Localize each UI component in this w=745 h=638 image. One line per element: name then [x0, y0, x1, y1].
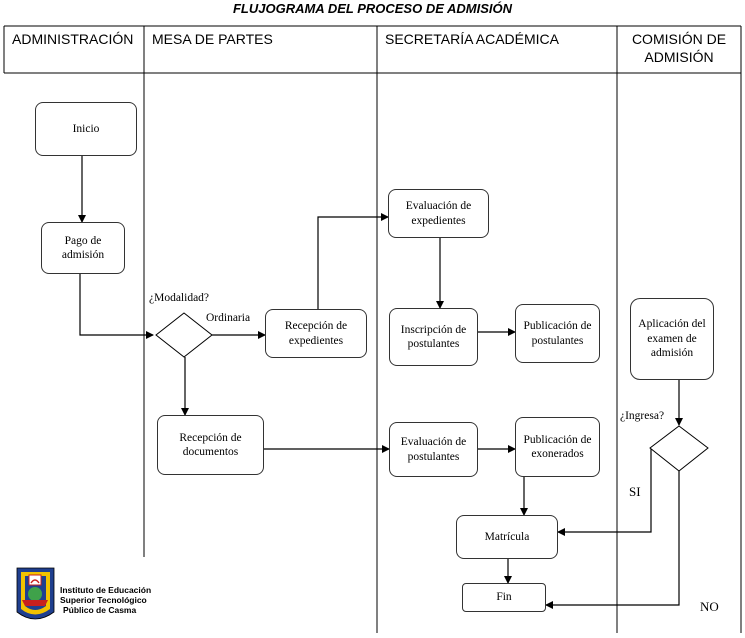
node-evaluacion-de-expedientes: Evaluación de expedientes	[388, 189, 489, 238]
edge-label-no: NO	[700, 599, 719, 614]
decision-ingresa	[649, 425, 709, 472]
edge-label-ordinaria: Ordinaria	[206, 312, 251, 324]
edge-ingresa-si-matricula	[557, 448, 652, 536]
decision-ingresa-label: ¿Ingresa?	[620, 410, 665, 422]
node-inscripcion-de-postulantes: Inscripción de postulantes	[389, 308, 478, 366]
node-inicio: Inicio	[35, 102, 137, 156]
node-publicacion-de-exonerados: Publicación de exonerados	[515, 417, 600, 477]
lane-header-administracion: ADMINISTRACIÓN	[12, 31, 134, 47]
edge-recepcion-expedientes-evaluacion	[317, 213, 389, 309]
lane-header-mesa-de-partes: MESA DE PARTES	[152, 31, 273, 47]
edge-pago-modalidad	[79, 274, 154, 339]
institution-name: Instituto de Educación Superior Tecnológ…	[60, 585, 151, 615]
institution-line-2: Superior Tecnológico	[60, 595, 147, 605]
institution-line-1: Instituto de Educación	[60, 585, 152, 595]
node-pago-de-admision: Pago de admisión	[41, 222, 125, 274]
institution-line-3: Público de Casma	[63, 605, 137, 615]
edge-ingresa-no-fin	[545, 471, 680, 609]
node-recepcion-de-expedientes: Recepción de expedientes	[265, 309, 367, 358]
edge-label-si: SI	[629, 484, 641, 499]
institution-logo	[16, 567, 55, 620]
node-recepcion-de-documentos: Recepción de documentos	[157, 415, 264, 475]
node-aplicacion-del-examen: Aplicación del examen de admisión	[630, 298, 714, 380]
node-matricula: Matrícula	[456, 515, 558, 559]
node-publicacion-de-postulantes: Publicación de postulantes	[515, 304, 600, 363]
node-fin: Fin	[462, 583, 546, 612]
decision-modalidad-label: ¿Modalidad?	[149, 292, 210, 304]
decision-modalidad	[155, 312, 213, 358]
lane-header-secretaria-academica: SECRETARÍA ACADÉMICA	[385, 31, 560, 47]
diagram-title: FLUJOGRAMA DEL PROCESO DE ADMISIÓN	[232, 1, 513, 16]
node-evaluacion-de-postulantes: Evaluación de postulantes	[389, 422, 478, 477]
lane-header-comision-de-admision: COMISIÓN DE ADMISIÓN	[631, 31, 727, 65]
